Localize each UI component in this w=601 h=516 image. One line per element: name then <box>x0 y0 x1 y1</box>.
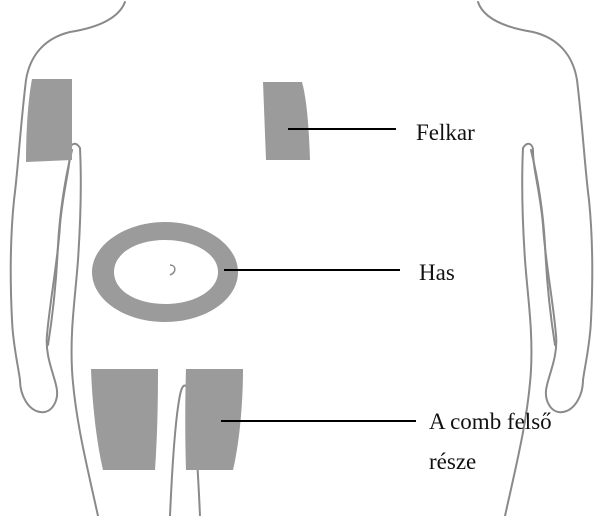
right-inner-arm-line <box>531 150 555 345</box>
thigh-label-line1: A comb felső <box>429 405 552 438</box>
thigh-label-line2: része <box>429 445 476 478</box>
abdomen-ring-zone <box>92 222 238 322</box>
left-inner-arm-line <box>48 150 72 345</box>
left-upper-arm-zone <box>26 79 72 162</box>
navel-mark <box>170 265 175 275</box>
leader-lines <box>221 129 416 421</box>
injection-zones <box>26 79 310 470</box>
right-thigh-zone <box>185 369 243 470</box>
left-thigh-zone <box>91 369 158 470</box>
right-upper-arm-zone <box>263 82 310 160</box>
upper-arm-label: Felkar <box>416 116 475 149</box>
abdomen-label: Has <box>419 256 455 289</box>
torso-outer-outline-right <box>478 2 592 516</box>
